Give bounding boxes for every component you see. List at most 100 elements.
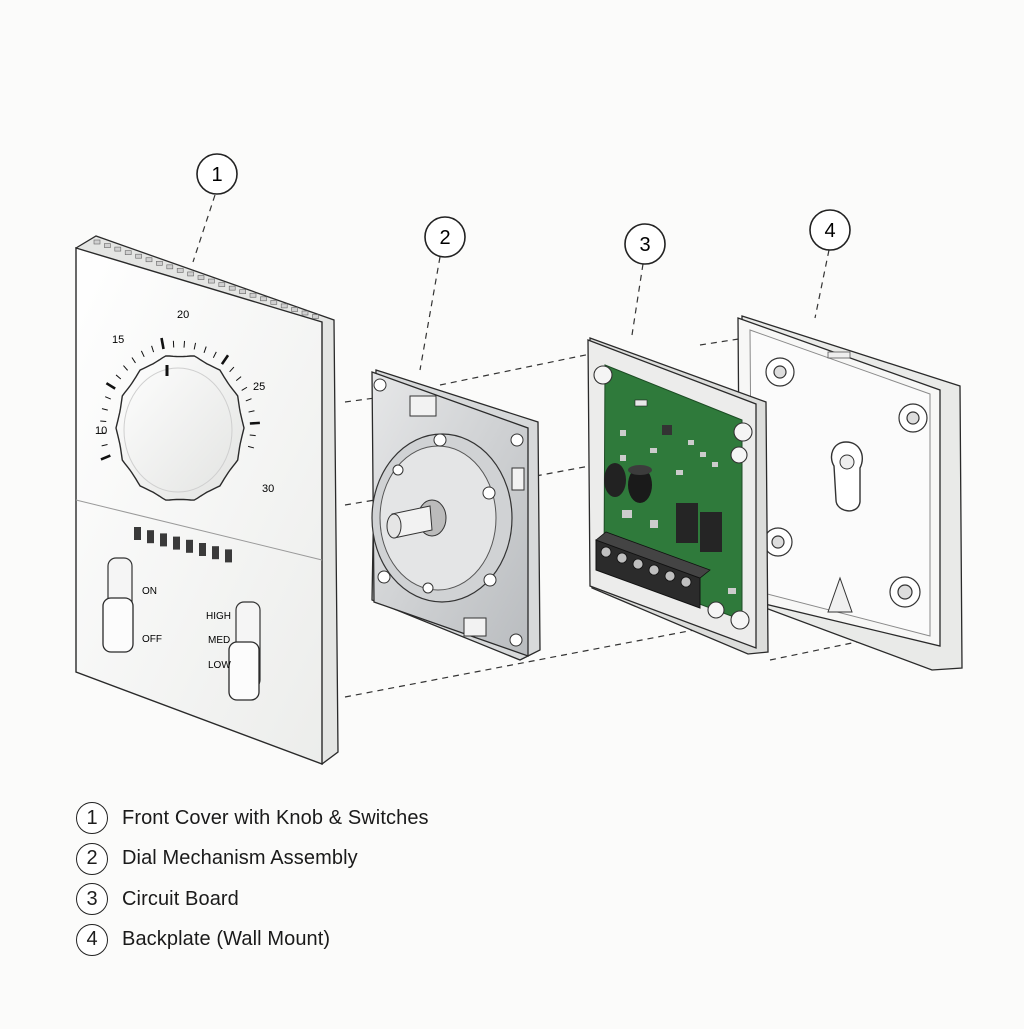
legend-label: Circuit Board [122,888,239,911]
switch-label-off: OFF [142,634,162,645]
smd-part [676,470,683,475]
legend-number: 3 [76,883,108,915]
gear-pin [484,574,496,586]
vent-slot [240,290,246,294]
align-line [440,352,600,385]
mount-hole [510,634,522,646]
top-tab [828,352,850,358]
vent-slot [146,258,152,262]
backplate [738,316,962,670]
legend-label: Front Cover with Knob & Switches [122,807,429,830]
terminal-screw [665,571,675,581]
temperature-knob[interactable] [116,356,244,500]
callout-leader-4 [815,250,829,318]
vent-slot [173,537,180,550]
mount-hole [731,611,749,629]
callout-leader-3 [632,264,643,335]
smd-part [728,588,736,594]
vent-slot [177,268,183,272]
terminal-screw [601,547,611,557]
terminal-screw [649,565,659,575]
mount-hole [734,423,752,441]
legend-label: Dial Mechanism Assembly [122,847,358,870]
callout-2: 2 [425,217,465,257]
smd-part [635,400,647,406]
vent-slot [134,527,141,540]
front-cover: 15 20 25 10 30 ON OFF HIGH MED LOW [76,236,338,764]
mount-hole [731,447,747,463]
gear-pin [483,487,495,499]
switch-label-low: LOW [208,660,231,671]
scale-tick [250,435,256,436]
terminal-screw [681,577,691,587]
legend-number: 2 [76,843,108,875]
vent-slot [219,283,225,287]
switch-lever[interactable] [103,598,133,652]
vent-slot [160,533,167,546]
callout-number: 3 [639,234,650,256]
callout-leader-2 [420,257,440,370]
legend-number: 1 [76,802,108,834]
relay [700,512,722,552]
smd-part [650,520,658,528]
vent-slot [156,261,162,265]
callout-number: 4 [824,220,835,242]
vent-slot [271,300,277,304]
vent-slot [199,543,206,556]
vent-slot [104,244,110,248]
callout-1: 1 [197,154,237,194]
legend-label: Backplate (Wall Mount) [122,928,330,951]
vent-slot [115,247,121,251]
knob-body[interactable] [116,356,244,500]
callout-number: 1 [211,164,222,186]
vent-slot [186,540,193,553]
capacitor [604,463,626,497]
smd-part [650,448,657,453]
scale-label-30: 30 [262,483,274,495]
legend-item: 3 Circuit Board [76,879,676,920]
mechanism-clip [512,468,524,490]
vent-slot [302,311,308,315]
switch-label-med: MED [208,635,230,646]
switch-label-on: ON [142,586,157,597]
mount-hole [374,379,386,391]
vent-slot [147,530,154,543]
legend-item: 1 Front Cover with Knob & Switches [76,798,676,839]
smd-part [688,440,694,445]
vent-slot [136,254,142,258]
vent-slot [312,315,318,319]
vent-slot [292,307,298,311]
legend-item: 4 Backplate (Wall Mount) [76,920,676,961]
align-line [345,398,375,402]
vent-slot [229,286,235,290]
keyhole-slot [831,442,862,511]
vent-slot [125,251,131,255]
mount-hole [594,366,612,384]
switch-lever[interactable] [229,642,259,700]
smd-part [700,452,706,457]
switch-label-high: HIGH [206,611,231,622]
vent-slot [94,240,100,244]
callout-3: 3 [625,224,665,264]
scale-tick [100,421,106,422]
align-line [345,500,375,505]
callout-number: 2 [439,227,450,249]
cover-face [76,248,322,764]
mechanism-clip [410,396,436,416]
vent-slot [188,272,194,276]
scale-label-25: 25 [253,381,265,393]
scale-label-20: 20 [177,309,189,321]
smd-part [622,510,632,518]
callout-4: 4 [810,210,850,250]
gear-pin [423,583,433,593]
scale-tick [184,341,185,348]
vent-slot [225,549,232,562]
mechanism-clip [464,618,486,636]
mount-hole [708,602,724,618]
vent-slot [212,546,219,559]
terminal-screw [633,559,643,569]
smd-part [620,430,626,436]
scale-label-10: 10 [95,425,107,437]
smd-part [620,455,626,461]
terminal-screw [617,553,627,563]
